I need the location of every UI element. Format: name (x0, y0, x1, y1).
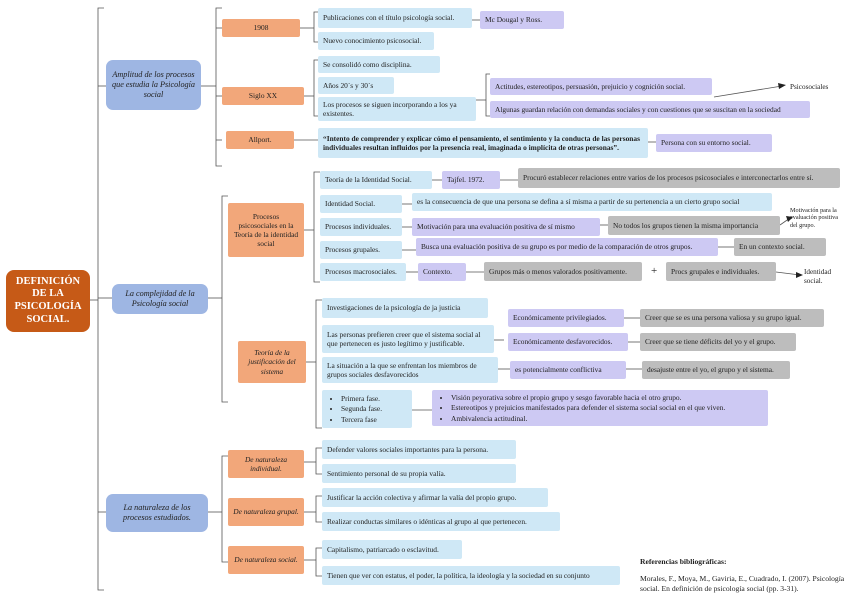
box-econ-privilegiados: Económicamente privilegiados. (508, 309, 624, 327)
box-procs-grupales: Procs grupales e individuales. (666, 262, 776, 281)
box-allport-quote: “Intento de comprender y explicar cómo e… (318, 128, 648, 158)
box-defender: Defender valores sociales importantes pa… (322, 440, 516, 459)
box-mcdougal: Mc Dougal y Ross. (480, 11, 564, 29)
box-procesos-grupales: Procesos grupales. (320, 241, 402, 259)
box-econ-desfavorecidos: Económicamente desfavorecidos. (508, 333, 628, 351)
box-vision: Visión peyorativa sobre el propio grupo … (432, 390, 768, 426)
box-anos: Años 20´s y 30´s (318, 77, 394, 94)
node-procesos-psicosociales: Procesos psicosociales en la Teoría de l… (228, 203, 304, 257)
references-text: Morales, F., Moya, M., Gaviria, E., Cuad… (640, 574, 845, 593)
box-contexto: Contexto. (418, 263, 466, 281)
node-justificacion-sistema: Teoría de la justificación del sistema (238, 341, 306, 383)
box-situacion: La situación a la que se enfrentan los m… (322, 357, 498, 383)
vision-item: Estereotipos y prejuicios manifestados p… (451, 403, 725, 412)
references-heading: Referencias bibliográficas: (640, 557, 727, 566)
box-procesos-incorporando: Los procesos se siguen incorporando a lo… (318, 97, 476, 121)
text-motivacion-evaluacion: Motivación para la evaluación positiva d… (790, 207, 838, 229)
box-procesos-macrosociales: Procesos macrosociales. (320, 263, 406, 281)
box-actitudes: Actitudes, estereotipos, persuasión, pre… (490, 78, 712, 95)
vision-item: Visión peyorativa sobre el propio grupo … (451, 393, 725, 402)
box-investigaciones: Investigaciones de la psicología de ja j… (322, 298, 488, 318)
box-realizar: Realizar conductas similares o idénticas… (322, 512, 560, 531)
box-justificar: Justificar la acción colectiva y afirmar… (322, 488, 548, 507)
box-grupos-valorados: Grupos más o menos valorados positivamen… (484, 262, 642, 281)
root-title: DEFINICIÓN DE LA PSICOLOGÍA SOCIAL. (6, 270, 90, 332)
box-procesos-individuales: Procesos individuales. (320, 218, 402, 236)
category-amplitud: Amplitud de los procesos que estudia la … (106, 60, 201, 110)
box-desajuste: desajuste entre el yo, el grupo y el sis… (642, 361, 790, 379)
box-nuevo-conocimiento: Nuevo conocimiento psicosocial. (318, 32, 434, 50)
node-naturaleza-individual: De naturaleza individual. (228, 450, 304, 478)
box-procuro: Procuró establecer relaciones entre vari… (518, 168, 840, 188)
box-busca: Busca una evaluación positiva de su grup… (416, 238, 718, 256)
box-tajfel: Tajfel. 1972. (442, 171, 500, 189)
box-consolido: Se consolidó como disciplina. (318, 56, 440, 73)
box-fases: Primera fase. Segunda fase. Tercera fase (322, 390, 412, 428)
text-plus: + (651, 265, 658, 277)
box-capitalismo: Capitalismo, patriarcado o esclavitud. (322, 540, 462, 559)
box-no-todos: No todos los grupos tienen la misma impo… (608, 216, 780, 235)
node-siglo-xx: Siglo XX (222, 87, 304, 105)
fase-item: Segunda fase. (341, 404, 382, 413)
category-naturaleza: La naturaleza de los procesos estudiados… (106, 494, 208, 532)
box-creer-valiosa: Creer que se es una persona valiosa y su… (640, 309, 824, 327)
node-allport: Allport. (226, 131, 294, 149)
box-publicaciones: Publicaciones con el título psicología s… (318, 8, 472, 28)
box-algunas: Algunas guardan relación con demandas so… (490, 101, 810, 118)
node-naturaleza-grupal: De naturaleza grupal. (228, 498, 304, 526)
vision-item: Ambivalencia actitudinal. (451, 414, 725, 423)
box-consecuencia: es la consecuencia de que una persona se… (412, 193, 772, 211)
box-tienen: Tienen que ver con estatus, el poder, la… (322, 566, 620, 585)
text-psicosociales: Psicosociales (790, 83, 829, 91)
node-naturaleza-social: De naturaleza social. (228, 546, 304, 574)
box-motivacion: Motivación para una evaluación positiva … (412, 218, 600, 236)
category-complejidad: La complejidad de la Psicología social (112, 284, 208, 314)
box-creer-deficit: Creer que se tiene déficits del yo y el … (640, 333, 796, 351)
fase-item: Tercera fase (341, 415, 382, 424)
box-contexto-social: En un contexto social. (734, 238, 826, 256)
node-1908: 1908 (222, 19, 300, 37)
box-identidad-social: Identidad Social. (320, 195, 402, 213)
box-potencial-conflictiva: es potencialmente conflictiva (510, 361, 626, 379)
text-identidad-social: Identidad social. (804, 268, 832, 285)
box-persona-entorno: Persona con su entorno social. (656, 134, 772, 152)
fase-item: Primera fase. (341, 394, 382, 403)
box-sentimiento: Sentimiento personal de su propia valía. (322, 464, 516, 483)
box-personas-prefieren: Las personas prefieren creer que el sist… (322, 325, 494, 353)
box-teoria-identidad: Teoría de la Identidad Social. (320, 171, 432, 189)
